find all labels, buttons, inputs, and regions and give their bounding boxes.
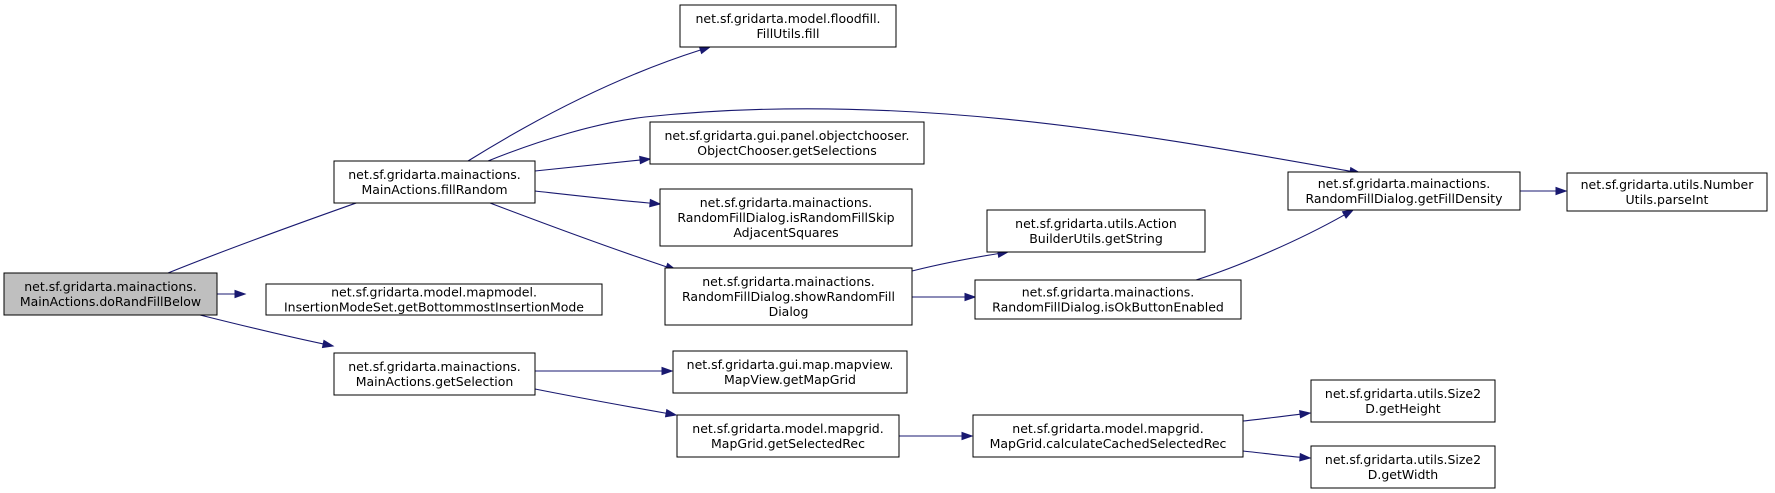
function-node[interactable]: net.sf.gridarta.utils.ActionBuilderUtils… [986,209,1206,253]
edge-n1-n6 [534,190,662,208]
edge-n7-n11 [911,249,1010,272]
node-label-line: net.sf.gridarta.model.floodfill. [695,11,880,26]
function-node[interactable]: net.sf.gridarta.utils.NumberUtils.parseI… [1566,172,1768,212]
node-box [676,414,900,458]
edge-n0-n1 [167,195,378,274]
node-label-line: net.sf.gridarta.mainactions. [24,279,196,294]
node-box [679,4,897,48]
function-node[interactable]: net.sf.gridarta.model.mapgrid.MapGrid.ge… [676,414,900,458]
edge-n1-n7 [489,202,678,271]
node-label-line: MapGrid.getSelectedRec [711,436,865,451]
node-label-line: net.sf.gridarta.mainactions. [702,274,874,289]
node-label-line: net.sf.gridarta.mainactions. [348,167,520,182]
edge-n8-n14 [1520,186,1568,196]
node-label-line: net.sf.gridarta.utils.Action [1015,216,1177,231]
function-node[interactable]: net.sf.gridarta.model.mapmodel.Insertion… [265,283,603,316]
node-box [3,272,218,316]
node-label-line: ObjectChooser.getSelections [697,143,876,158]
function-node[interactable]: net.sf.gridarta.model.mapgrid.MapGrid.ca… [972,414,1244,458]
node-label-line: AdjacentSquares [733,225,838,240]
function-node[interactable]: net.sf.gridarta.model.floodfill.FillUtil… [679,4,897,48]
edge-n1-n5 [534,155,652,172]
node-box [972,414,1244,458]
edge-n7-n12 [912,292,977,302]
node-box [986,209,1206,253]
node-label-line: MainActions.doRandFillBelow [20,294,201,309]
node-box [649,121,925,165]
node-label-line: net.sf.gridarta.model.mapgrid. [692,421,883,436]
node-label-line: RandomFillDialog.isOkButtonEnabled [992,300,1224,315]
edge-n3-n10 [534,388,678,418]
node-box [333,160,536,204]
node-label-line: net.sf.gridarta.utils.Number [1581,177,1755,192]
node-box [659,188,913,247]
node-label-line: MapView.getMapGrid [724,372,856,387]
node-label-line: Utils.parseInt [1626,192,1709,207]
node-box [672,350,908,394]
node-label-line: net.sf.gridarta.gui.panel.objectchooser. [664,128,909,143]
node-label-line: D.getWidth [1368,467,1438,482]
edge-n3-n9 [534,366,674,376]
node-box [1310,379,1496,423]
function-node[interactable]: net.sf.gridarta.gui.panel.objectchooser.… [649,121,925,165]
node-label-line: MainActions.fillRandom [361,182,507,197]
node-label-line: net.sf.gridarta.mainactions. [1022,285,1194,300]
node-label-line: net.sf.gridarta.gui.map.mapview. [687,357,894,372]
node-box [265,283,603,316]
edge-n10-n13 [899,431,974,441]
node-label-line: BuilderUtils.getString [1029,231,1163,246]
node-label-line: MapGrid.calculateCachedSelectedRec [990,436,1227,451]
node-label-line: RandomFillDialog.isRandomFillSkip [677,210,894,225]
node-label-line: net.sf.gridarta.utils.Size2 [1325,386,1481,401]
edge-n0-n2 [217,289,247,299]
node-label-line: net.sf.gridarta.model.mapgrid. [1012,421,1203,436]
node-label-line: InsertionModeSet.getBottommostInsertionM… [284,300,584,315]
function-node[interactable]: net.sf.gridarta.mainactions.MainActions.… [333,352,536,396]
node-label-line: net.sf.gridarta.utils.Size2 [1325,452,1481,467]
function-node[interactable]: net.sf.gridarta.gui.map.mapview.MapView.… [672,350,908,394]
node-box [1310,445,1496,489]
function-node[interactable]: net.sf.gridarta.mainactions.RandomFillDi… [664,267,913,326]
node-label-line: RandomFillDialog.getFillDensity [1306,191,1504,206]
edge-n13-n15 [1242,409,1312,422]
node-label-line: MainActions.getSelection [356,374,514,389]
node-box [333,352,536,396]
node-box [1287,171,1521,211]
edge-n0-n3 [199,314,335,349]
edge-n12-n8 [1195,209,1355,281]
node-box [664,267,913,326]
function-node[interactable]: net.sf.gridarta.mainactions.RandomFillDi… [974,279,1242,320]
node-label-line: D.getHeight [1365,401,1441,416]
function-node[interactable]: net.sf.gridarta.mainactions.RandomFillDi… [1287,171,1521,211]
edges-layer [167,46,1568,462]
node-label-line: FillUtils.fill [756,26,819,41]
node-box [1566,172,1768,212]
node-label-line: Dialog [769,304,809,319]
node-label-line: net.sf.gridarta.mainactions. [700,195,872,210]
node-label-line: net.sf.gridarta.mainactions. [348,359,520,374]
edge-n13-n16 [1242,450,1312,462]
function-node[interactable]: net.sf.gridarta.mainactions.MainActions.… [333,160,536,204]
node-label-line: net.sf.gridarta.model.mapmodel. [331,285,537,300]
node-label-line: net.sf.gridarta.mainactions. [1318,176,1490,191]
nodes-layer: net.sf.gridarta.mainactions.MainActions.… [3,4,1768,489]
node-label-line: RandomFillDialog.showRandomFill [682,289,895,304]
node-box [974,279,1242,320]
root-function-node: net.sf.gridarta.mainactions.MainActions.… [3,272,218,316]
function-node[interactable]: net.sf.gridarta.mainactions.RandomFillDi… [659,188,913,247]
